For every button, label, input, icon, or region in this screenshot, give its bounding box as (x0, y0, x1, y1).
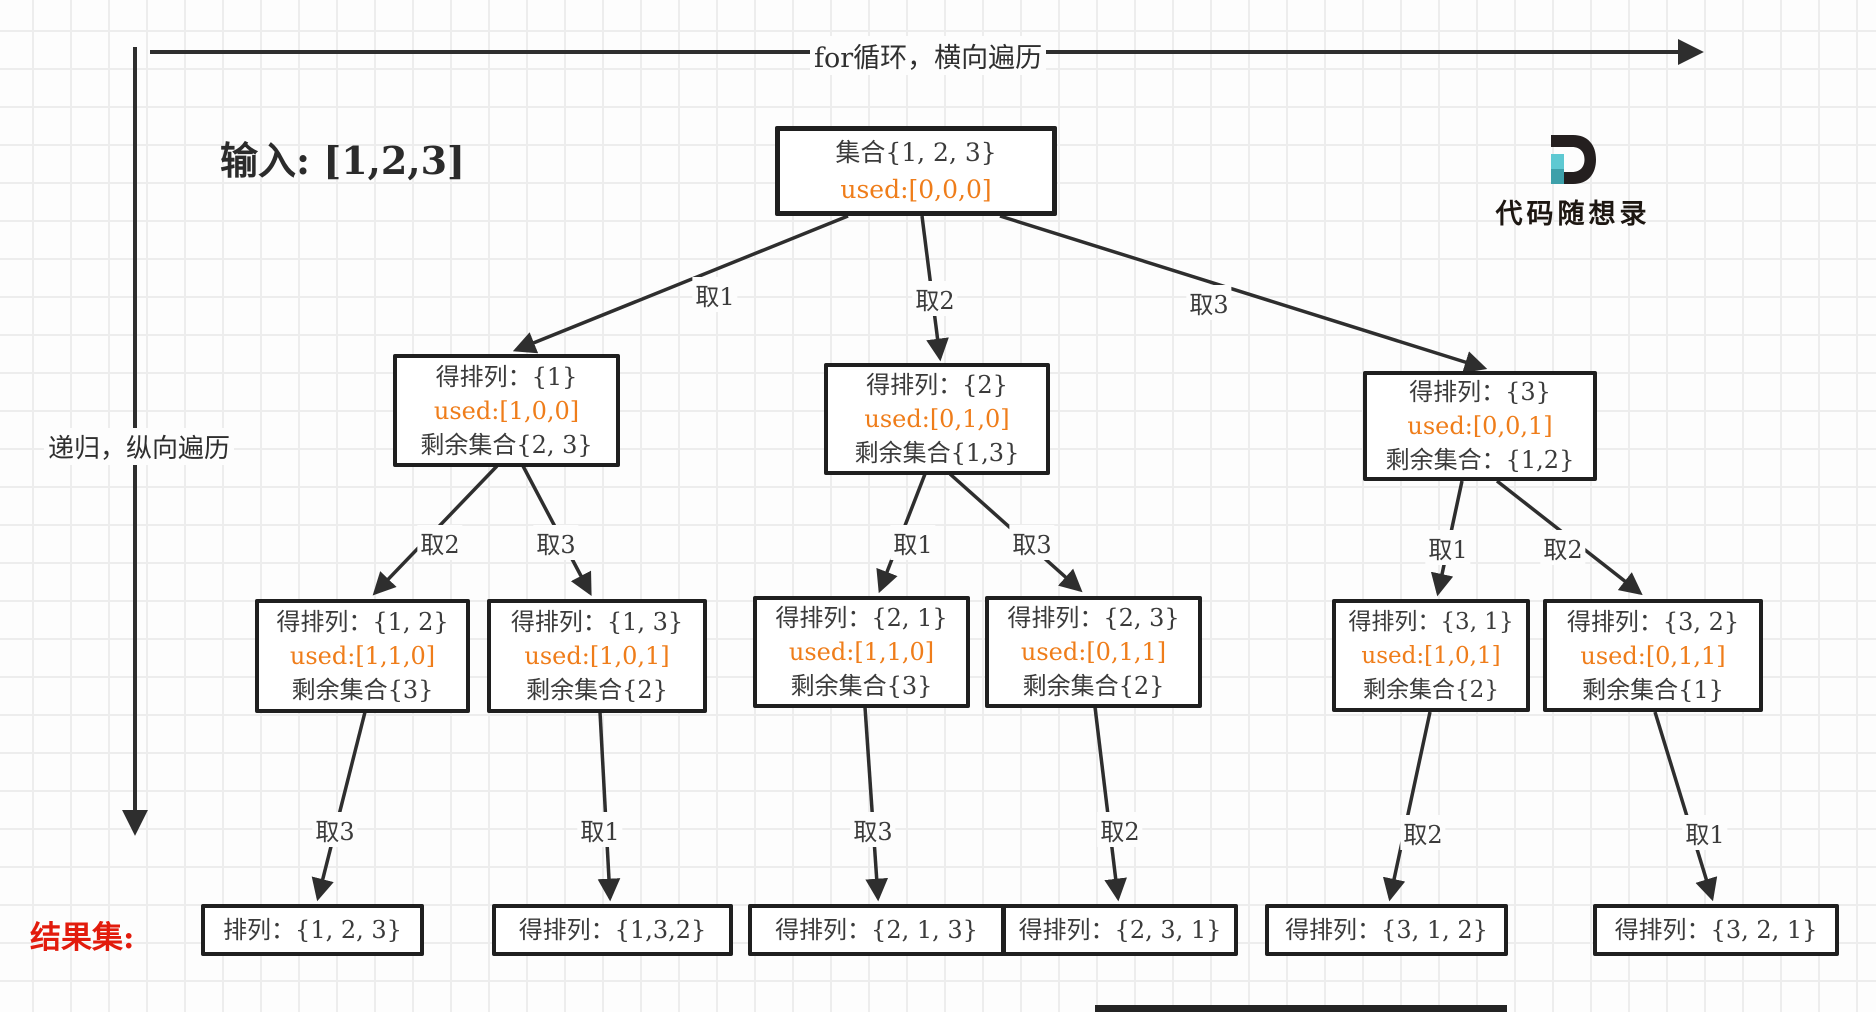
edge-label-take: 取2 (1097, 812, 1143, 847)
node-permutation: 得排列：{2, 3} (1007, 604, 1180, 632)
edge-label-take-2: 取2 (912, 281, 958, 316)
logo: 代码随想录 (1488, 134, 1658, 231)
node-permutation: 得排列：{1} (435, 362, 578, 391)
node-used: used:[0,0,1] (1407, 412, 1553, 440)
recursion-arrow-label: 递归，纵向遍历 (44, 428, 235, 465)
tree-node-l2-3: 得排列：{3} used:[0,0,1] 剩余集合：{1,2} (1363, 371, 1597, 481)
edge-l3-2-result-2 (597, 711, 621, 902)
node-permutation: 得排列：{1, 2} (276, 608, 449, 636)
edge-l3-4-result-4 (1093, 706, 1127, 902)
node-remaining: 剩余集合{3} (291, 676, 434, 704)
edge-label-take: 取2 (417, 525, 463, 560)
result-text: 得排列：{1,3,2} (518, 916, 707, 944)
node-used: used:[0,1,1] (1020, 638, 1167, 666)
edge-l3-5-result-5 (1382, 711, 1432, 902)
result-node-3: 得排列：{2, 1, 3} (748, 904, 1005, 956)
node-remaining: 剩余集合：{1,2} (1385, 446, 1575, 474)
node-permutation: 得排列：{1, 3} (510, 608, 684, 636)
input-label: 输入: [1,2,3] (220, 138, 465, 183)
bottom-cutoff-line (1095, 1005, 1507, 1012)
edge-root-l2-3 (999, 214, 1488, 374)
result-node-2: 得排列：{1,3,2} (492, 904, 733, 956)
tree-node-l3-6: 得排列：{3, 2} used:[0,1,1] 剩余集合{1} (1543, 599, 1763, 712)
node-remaining: 剩余集合{1,3} (854, 439, 1020, 467)
result-set-label: 结果集: (30, 920, 135, 956)
node-remaining: 剩余集合{3} (790, 672, 933, 700)
edge-l3-1-result-1 (311, 711, 367, 902)
node-used: used:[1,0,1] (524, 642, 670, 670)
edge-label-take: 取3 (312, 812, 358, 847)
tree-node-l2-2: 得排列：{2} used:[0,1,0] 剩余集合{1,3} (824, 363, 1050, 475)
node-used: used:[0,1,1] (1580, 641, 1726, 670)
node-permutation: 得排列：{2} (866, 371, 1008, 399)
edge-l3-6-result-6 (1653, 711, 1718, 902)
node-used: used:[1,0,0] (433, 396, 580, 425)
tree-node-l3-4: 得排列：{2, 3} used:[0,1,1] 剩余集合{2} (985, 596, 1202, 708)
tree-node-l3-1: 得排列：{1, 2} used:[1,1,0] 剩余集合{3} (255, 599, 470, 713)
edge-label-take: 取3 (1009, 525, 1055, 560)
node-used: used:[0,0,0] (840, 175, 992, 204)
result-node-5: 得排列：{3, 1, 2} (1265, 904, 1508, 956)
node-remaining: 剩余集合{2} (1363, 676, 1499, 703)
edge-label-take: 取1 (1682, 815, 1728, 850)
node-permutation: 得排列：{3, 2} (1566, 607, 1740, 636)
result-text: 得排列：{3, 1, 2} (1285, 916, 1488, 944)
edge-label-take-1: 取1 (692, 277, 738, 312)
node-permutation: 得排列：{3} (1409, 378, 1551, 406)
tree-node-l3-2: 得排列：{1, 3} used:[1,0,1] 剩余集合{2} (487, 599, 707, 713)
result-node-1: 排列：{1, 2, 3} (201, 904, 424, 956)
edge-label-take: 取1 (577, 812, 623, 847)
result-text: 排列：{1, 2, 3} (223, 916, 402, 944)
edge-label-take-3: 取3 (1186, 285, 1232, 320)
edge-label-take: 取1 (1425, 530, 1471, 565)
for-loop-arrow-label: for循环，横向遍历 (810, 36, 1047, 75)
tree-node-root: 集合{1, 2, 3} used:[0,0,0] (775, 126, 1057, 216)
node-permutation: 得排列：{3, 1} (1348, 608, 1514, 635)
node-remaining: 剩余集合{1} (1582, 675, 1724, 704)
tree-node-l3-5: 得排列：{3, 1} used:[1,0,1] 剩余集合{2} (1332, 599, 1530, 712)
node-title: 集合{1, 2, 3} (835, 138, 997, 167)
edge-root-l2-1 (512, 214, 849, 354)
result-node-4: 得排列：{2, 3, 1} (1002, 904, 1238, 956)
node-used: used:[0,1,0] (864, 405, 1010, 433)
logo-d-icon (1551, 135, 1596, 184)
edge-label-take: 取3 (850, 812, 896, 847)
node-used: used:[1,0,1] (1361, 642, 1501, 669)
edge-label-take: 取2 (1540, 530, 1586, 565)
node-used: used:[1,1,0] (289, 642, 436, 670)
node-used: used:[1,1,0] (788, 638, 935, 666)
tree-node-l3-3: 得排列：{2, 1} used:[1,1,0] 剩余集合{3} (753, 596, 970, 708)
edge-label-take: 取2 (1400, 815, 1446, 850)
tree-node-l2-1: 得排列：{1} used:[1,0,0] 剩余集合{2, 3} (393, 354, 620, 467)
result-node-6: 得排列：{3, 2, 1} (1593, 904, 1839, 956)
result-text: 得排列：{2, 3, 1} (1018, 916, 1222, 944)
node-remaining: 剩余集合{2} (1022, 672, 1165, 700)
edge-l3-3-result-3 (863, 706, 889, 902)
logo-text: 代码随想录 (1495, 199, 1651, 230)
node-remaining: 剩余集合{2} (526, 676, 668, 704)
result-text: 得排列：{2, 1, 3} (775, 916, 978, 944)
result-text: 得排列：{3, 2, 1} (1614, 916, 1818, 944)
edge-label-take: 取3 (533, 525, 579, 560)
node-remaining: 剩余集合{2, 3} (420, 430, 593, 459)
node-permutation: 得排列：{2, 1} (775, 604, 948, 632)
edge-label-take: 取1 (890, 525, 936, 560)
